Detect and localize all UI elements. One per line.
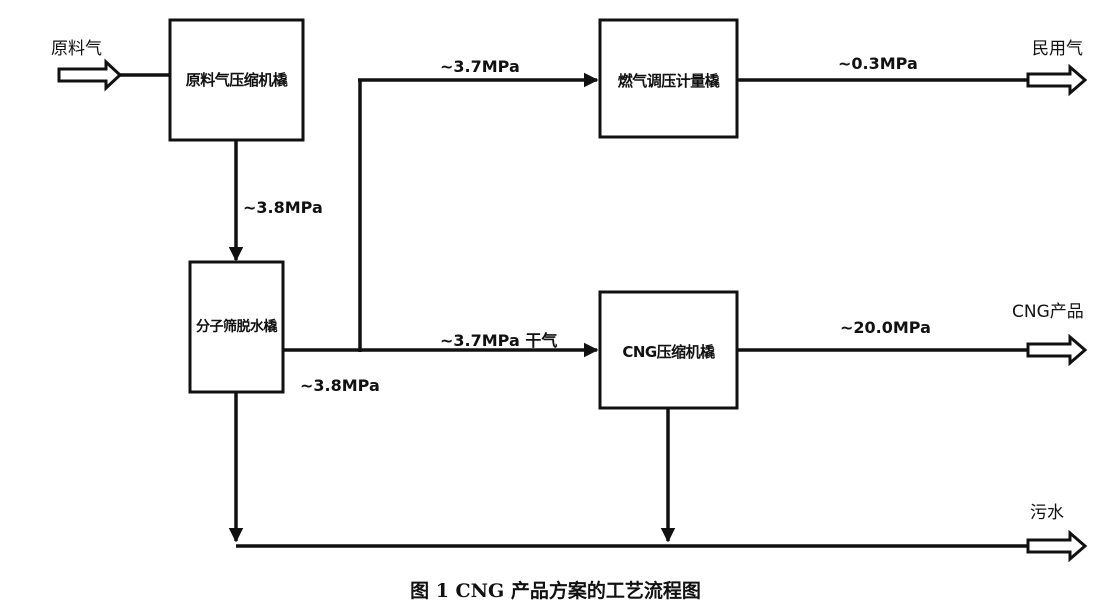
pressure-cng-outlet: ~20.0MPa bbox=[840, 318, 931, 337]
feed-compressor-label: 原料气压缩机橇 bbox=[185, 71, 288, 89]
sieve-dehydrator-box bbox=[188, 260, 285, 394]
feed-compressor-box bbox=[168, 18, 305, 142]
wastewater-label: 污水 bbox=[1030, 503, 1064, 523]
civil-gas-label: 民用气 bbox=[1032, 39, 1083, 59]
wastewater-outlet-arrow bbox=[1026, 529, 1088, 563]
pressure-civil-outlet: ~0.3MPa bbox=[838, 54, 918, 73]
fuel-skid-box bbox=[598, 18, 739, 139]
feed-inlet-arrow bbox=[57, 58, 123, 92]
pressure-after-compressor: ~3.8MPa bbox=[243, 198, 323, 217]
cng-product-outlet-arrow bbox=[1026, 333, 1088, 367]
pressure-after-dehydration: ~3.8MPa bbox=[300, 376, 380, 395]
feed-gas-label: 原料气 bbox=[51, 39, 102, 59]
cng-product-label: CNG产品 bbox=[1012, 302, 1084, 322]
pressure-to-cng-compressor: ~3.7MPa 干气 bbox=[440, 331, 558, 350]
cng-compressor-label: CNG压缩机橇 bbox=[622, 343, 715, 361]
pressure-to-fuel-skid: ~3.7MPa bbox=[440, 57, 520, 76]
civil-gas-outlet-arrow bbox=[1026, 63, 1088, 97]
sieve-dehydrator-label: 分子筛脱水橇 bbox=[196, 319, 278, 335]
figure-caption: 图 1 CNG 产品方案的工艺流程图 bbox=[410, 580, 701, 602]
cng-compressor-box bbox=[598, 290, 739, 410]
fuel-skid-label: 燃气调压计量橇 bbox=[617, 72, 720, 90]
